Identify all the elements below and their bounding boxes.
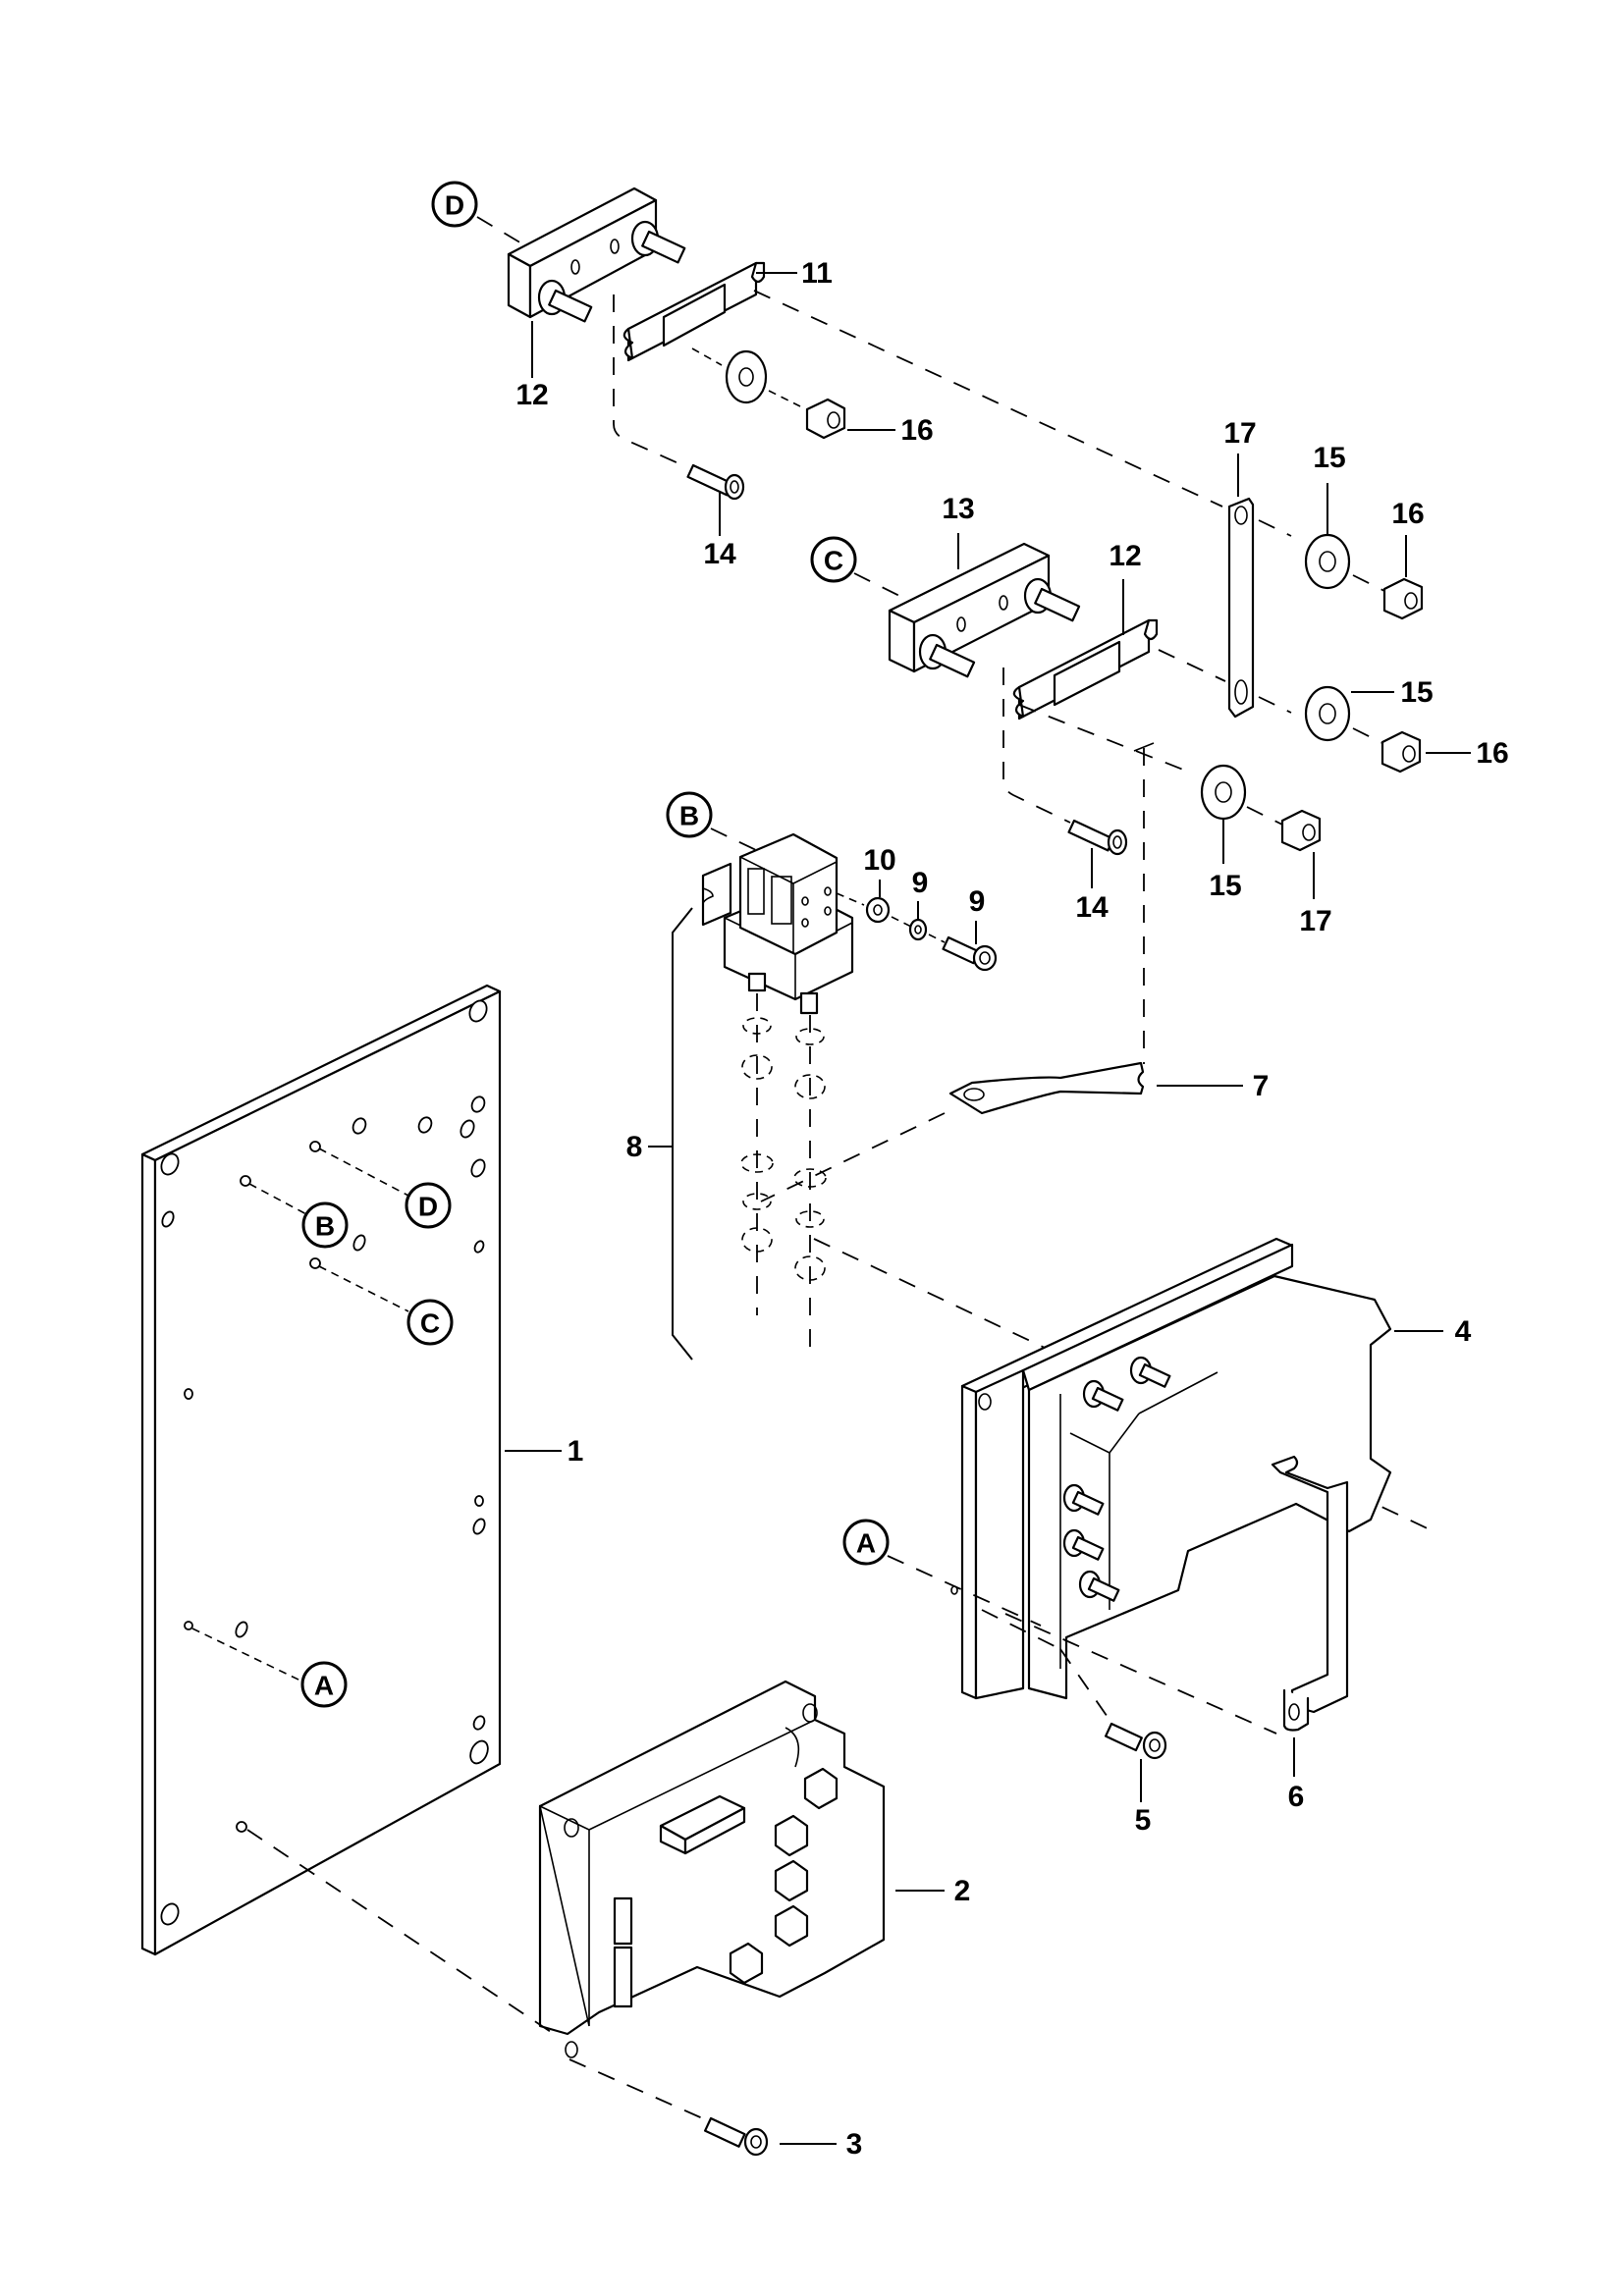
ref-marker-a-right: A [842,1519,890,1566]
ref-marker-b-plate: B [301,1201,349,1249]
pilot-hole-2 [236,1821,247,1833]
nut-16a [805,398,846,440]
cap-screw-5 [1104,1722,1167,1760]
contactor-hardware-stack [740,993,827,1355]
svg-text:D: D [445,190,464,221]
fuse-12a [623,261,766,362]
callout-6: 6 [1288,1781,1305,1813]
strap-7 [948,1061,1145,1115]
washer-top [725,349,768,404]
callout-9: 9 [969,885,986,918]
callout-8: 8 [626,1131,643,1163]
lock-washer-10 [908,918,928,941]
cap-screw-9 [942,935,998,972]
washer-15c [1200,764,1247,821]
callout-1: 1 [568,1435,584,1468]
callout-4: 4 [1455,1315,1472,1348]
fuse-holder-13b [888,542,1081,678]
svg-text:C: C [824,546,843,576]
ref-marker-a-plate: A [300,1661,348,1708]
screw-14b [1067,819,1128,856]
washer-15a [1304,533,1351,590]
callout-15c: 15 [1209,870,1241,902]
callout-16b: 16 [1391,498,1424,530]
cap-screw-3 [703,2116,769,2157]
link-bar-17 [1227,497,1255,719]
callout-16d: 17 [1299,905,1331,937]
nut-16d [1280,809,1322,852]
ref-marker-d-top: D [431,181,478,228]
ref-marker-c-top: C [810,536,857,583]
pilot-hole-d [309,1141,321,1152]
callout-17: 17 [1223,417,1256,450]
controller-module-4 [950,1237,1392,1700]
fuse-12b [1012,618,1159,721]
svg-text:B: B [315,1211,335,1242]
svg-text:D: D [418,1192,438,1222]
callout-3: 3 [846,2128,863,2161]
callout-14b: 14 [1075,891,1109,924]
callout-16c: 16 [1476,737,1508,770]
svg-text:A: A [856,1528,876,1559]
svg-text:B: B [679,801,699,831]
washer-11 [865,896,891,924]
svg-text:C: C [420,1308,440,1339]
ref-marker-c-plate: C [406,1299,454,1346]
callout-2: 2 [954,1875,971,1907]
callout-10: 9 [912,867,929,899]
callout-12a: 11 [801,257,833,290]
callout-15a: 15 [1313,442,1345,474]
callout-16a: 16 [900,414,933,447]
nut-16b [1382,577,1424,620]
svg-text:A: A [314,1671,334,1701]
motor-controller-2 [538,1680,886,2058]
mounting-plate [140,984,502,1956]
pilot-hole-c [309,1257,321,1269]
callout-13b: 13 [942,493,974,525]
washer-15b [1304,685,1351,742]
pilot-hole-b [240,1175,251,1187]
callout-13a: 12 [515,379,548,411]
nut-16c [1380,730,1422,774]
callout-7: 7 [1253,1070,1270,1102]
callout-5: 5 [1135,1804,1152,1837]
callout-14a: 14 [703,538,736,570]
ref-marker-d-plate: D [405,1182,452,1229]
ref-marker-b-top: B [666,791,713,838]
contactor-8 [701,832,854,1015]
callout-15b: 15 [1400,676,1433,709]
bracket-6 [1271,1455,1349,1732]
callout-12b: 12 [1109,540,1141,572]
pilot-hole-a [184,1621,193,1630]
callout-11: 10 [863,844,895,877]
screw-14a [686,463,745,501]
fuse-holder-13a [507,187,686,323]
